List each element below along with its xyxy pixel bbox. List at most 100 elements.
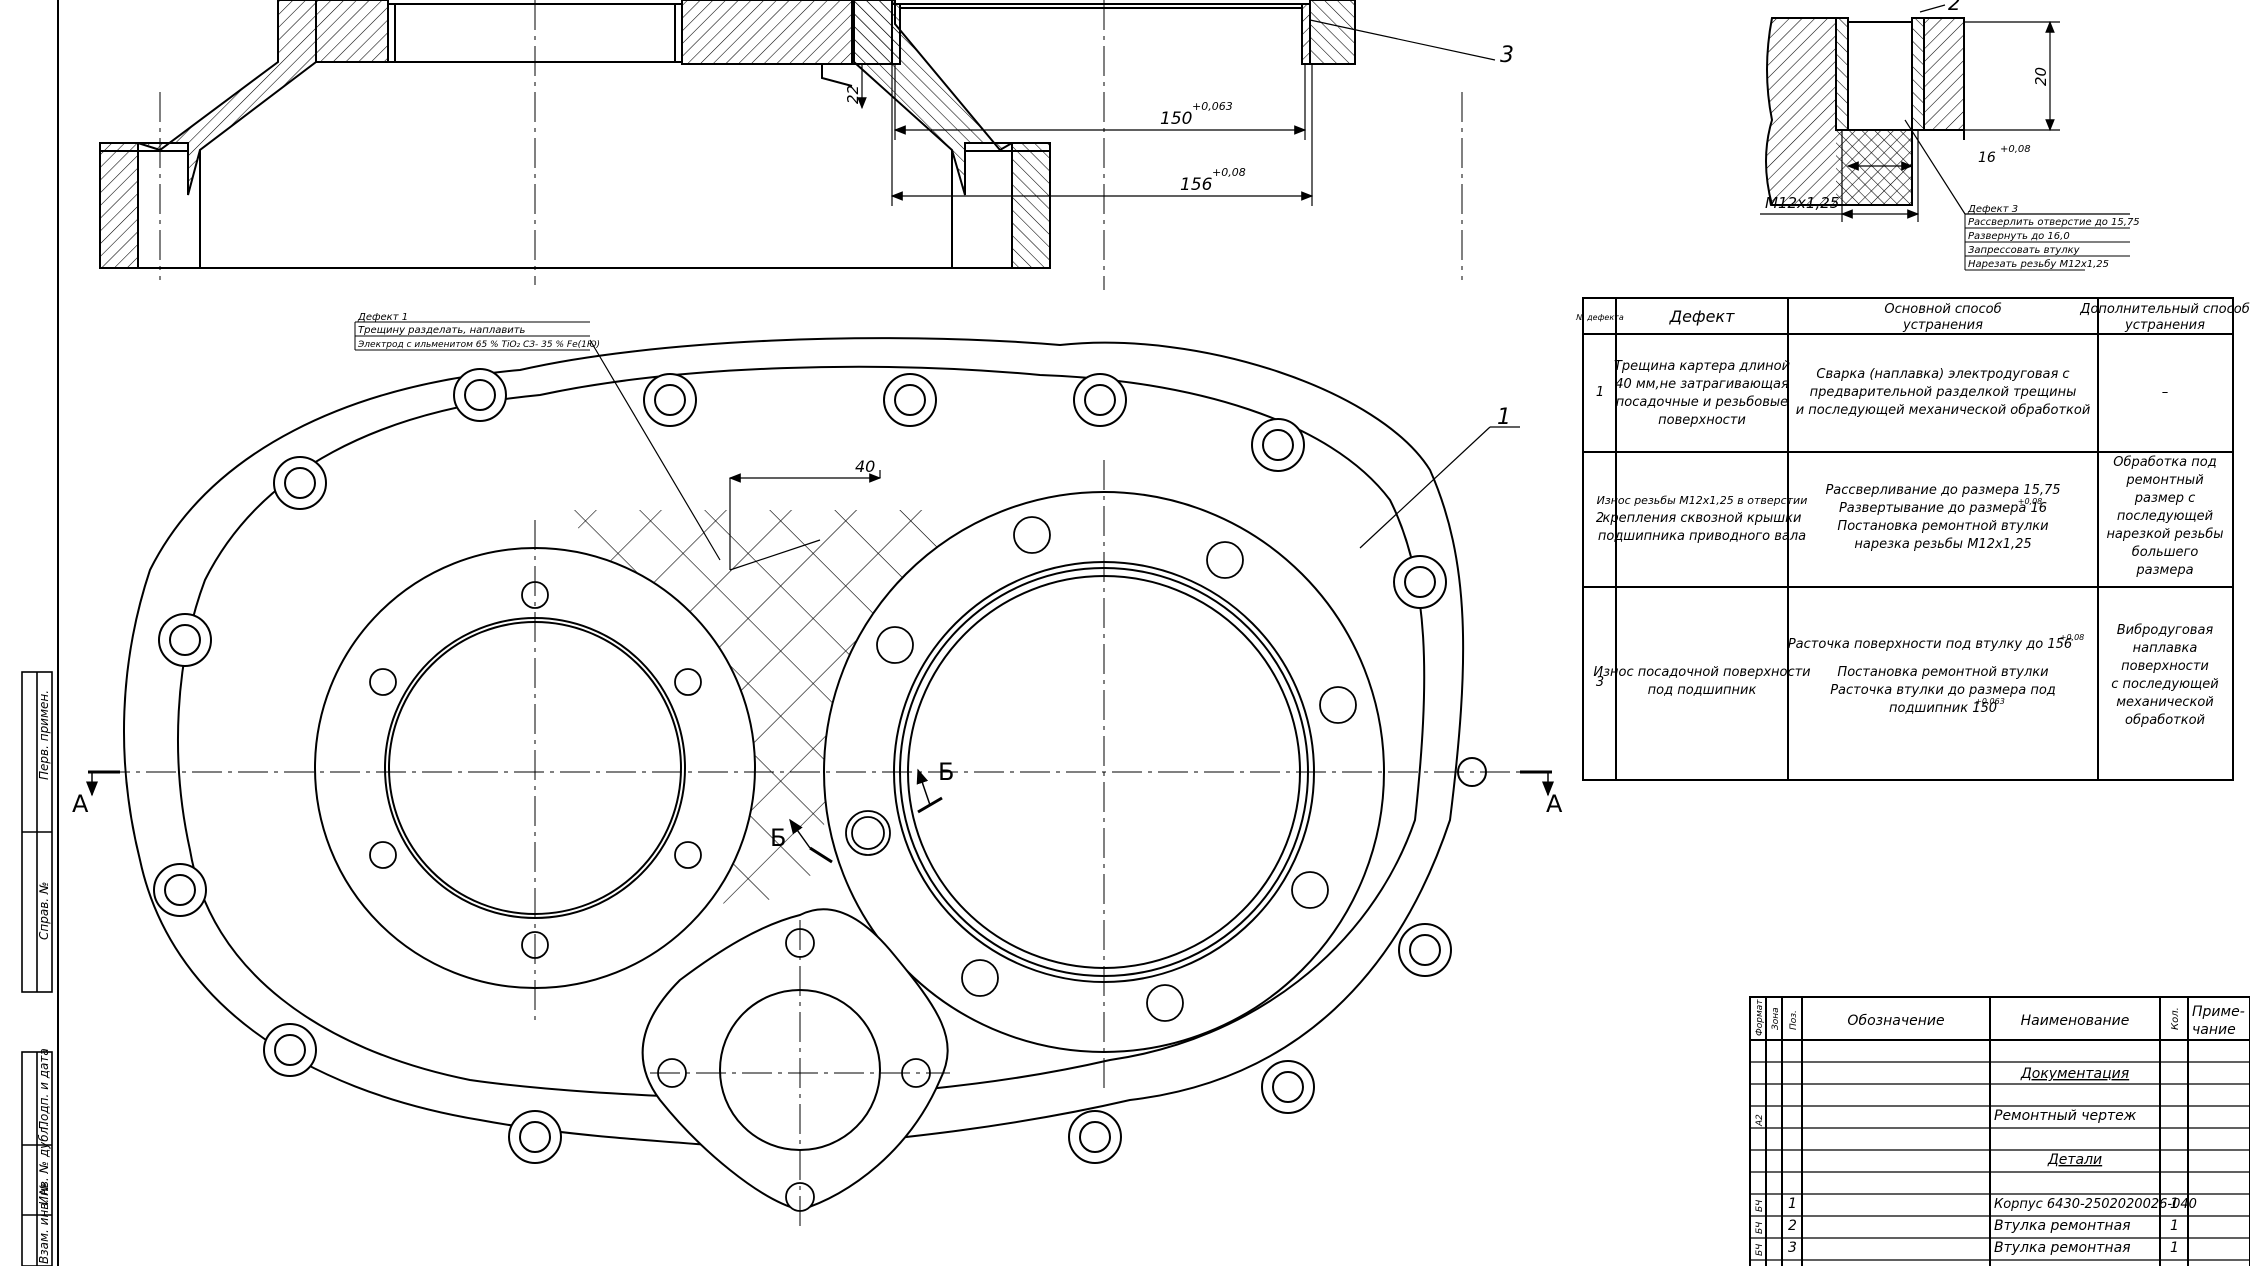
- section-a-a-view: [99, 0, 1356, 269]
- dim-m12: M12x1,25: [1765, 194, 1839, 212]
- section-a-a-centerlines: [159, 0, 1463, 290]
- section-marks: [86, 768, 1554, 864]
- spec-part-2-pos: 2: [1788, 1218, 1797, 1234]
- defect-row-3-main-tol1: +0,08: [2060, 633, 2085, 642]
- dim-16: 16: [1978, 150, 1996, 166]
- defect-row-2-extra-2: ремонтный: [2125, 473, 2203, 488]
- spec-part-1-name: Корпус 6430-2502020026-040: [1994, 1197, 2197, 1212]
- defect-row-2-extra-3: размер с: [2134, 491, 2195, 506]
- defect-row-2-main-4: нарезка резьбы М12х1,25: [1854, 537, 2031, 552]
- dim-40: 40: [855, 457, 875, 476]
- spec-header-designation: Обозначение: [1847, 1013, 1944, 1029]
- defect-table-header-num: № дефекта: [1575, 313, 1624, 322]
- defect-table-header-extra-1: Дополнительный способ: [2079, 302, 2249, 317]
- callout-2: 2: [1948, 0, 1961, 15]
- housing-plan-view: [123, 337, 1465, 1152]
- defect-row-2-main-tol: +0,08: [2018, 497, 2043, 506]
- defect3-line1: Рассверлить отверстие до 15,75: [1968, 217, 2140, 228]
- defect-row-1-defect-1: Трещина картера длиной: [1614, 359, 1790, 374]
- defect-row-1-main-1: Сварка (наплавка) электродуговая с: [1816, 367, 2069, 382]
- defect-table-text: № дефекта Дефект Основной способ устране…: [1575, 302, 2249, 728]
- defect-row-3-extra-6: обработкой: [2125, 713, 2205, 728]
- defect3-line4: Нарезать резьбу М12х1,25: [1968, 258, 2109, 270]
- defect-table-header-main-2: устранения: [1902, 318, 1983, 333]
- dim-150-tol: +0,063: [1192, 100, 1233, 113]
- defect-row-2-num: 2: [1596, 511, 1604, 526]
- defect-row-2-extra-7: размера: [2135, 563, 2193, 578]
- spec-part-3-format: БЧ: [1755, 1244, 1765, 1256]
- dim-16-tol: +0,08: [2000, 144, 2031, 155]
- defect-row-3-extra-2: наплавка: [2133, 641, 2198, 656]
- defect-row-3-defect-1: Износ посадочной поверхности: [1593, 665, 1810, 680]
- spec-part-1-format: БЧ: [1755, 1200, 1765, 1212]
- defect-row-2-extra-6: большего: [2132, 545, 2199, 560]
- defect-row-2-main-2: Развертывание до размера 16: [1839, 501, 2047, 516]
- defect-row-3-main-3: Постановка ремонтной втулки: [1837, 665, 2048, 680]
- defect1-title: Дефект 1: [357, 312, 408, 323]
- spec-header-qty: Кол.: [2170, 1007, 2181, 1030]
- spec-header-note-2: чание: [2192, 1022, 2236, 1038]
- defect-row-2-defect-1: Износ резьбы М12х1,25 в отверстии: [1597, 494, 1808, 507]
- defect-row-3-main-5: подшипник 150: [1889, 701, 1997, 716]
- spec-part-2-format: БЧ: [1755, 1222, 1765, 1234]
- defect-row-2-extra-5: нарезкой резьбы: [2106, 527, 2223, 542]
- defect-table: [1582, 297, 2234, 781]
- spec-part-2-qty: 1: [2170, 1218, 2179, 1234]
- defect-row-3-main-tol2: +0,063: [1975, 697, 2005, 706]
- dim-156-tol: +0,08: [1212, 166, 1246, 179]
- detail-thread-view: [1765, 17, 1965, 206]
- dim-22: 22: [844, 85, 862, 104]
- spec-section-docs: Документация: [2020, 1066, 2129, 1082]
- section-mark-a-left: А: [72, 790, 89, 818]
- defect-row-3-extra-5: механической: [2116, 695, 2214, 710]
- spec-part-2-name: Втулка ремонтная: [1994, 1218, 2131, 1234]
- defect-row-1-defect-3: посадочные и резьбовые: [1616, 395, 1788, 410]
- defect-row-1-main-3: и последующей механической обработкой: [1796, 403, 2091, 418]
- defect-row-3-extra-4: с последующей: [2111, 677, 2219, 692]
- spec-table: [1749, 996, 2250, 1266]
- spec-part-1-qty: 1: [2170, 1196, 2179, 1212]
- defect-row-1-extra-1: –: [2162, 385, 2169, 400]
- defect3-note-lines: [1964, 213, 2130, 271]
- spec-part-3-name: Втулка ремонтная: [1994, 1240, 2131, 1256]
- defect-row-3-num: 3: [1596, 675, 1604, 690]
- side-stamp: [21, 671, 53, 1266]
- defect-row-3-main-4: Расточка втулки до размера под: [1830, 683, 2056, 698]
- bolt-holes: [153, 368, 1487, 1164]
- defect3-line3: Запрессовать втулку: [1968, 245, 2081, 256]
- plan-centerlines: [100, 460, 1540, 1230]
- spec-table-text: Формат Зона Поз. Обозначение Наименовани…: [1755, 999, 2245, 1256]
- defect-row-3-extra-3: поверхности: [2121, 659, 2209, 674]
- spec-section-parts: Детали: [2047, 1152, 2102, 1168]
- spec-header-pos: Поз.: [1789, 1010, 1799, 1030]
- spec-header-format: Формат: [1755, 999, 1765, 1036]
- defect-table-header-defect: Дефект: [1669, 307, 1736, 326]
- spec-header-note-1: Приме-: [2192, 1004, 2245, 1020]
- defect-row-1-defect-2: 40 мм,не затрагивающая: [1615, 377, 1789, 392]
- defect-row-1-main-2: предварительной разделкой трещины: [1810, 385, 2077, 400]
- defect-row-3-main-1: Расточка поверхности под втулку до 156: [1788, 637, 2072, 652]
- defect1-line1: Трещину разделать, наплавить: [358, 325, 526, 336]
- stamp-podp-data: Подп. и дата: [37, 1048, 51, 1130]
- bore-bolt-holes: [369, 516, 1357, 1212]
- stamp-sprav: Справ. №: [37, 882, 51, 940]
- stamp-inv-dubl: Инв. № дубл.: [37, 1123, 51, 1205]
- spec-header-name: Наименование: [2021, 1013, 2130, 1029]
- defect-row-2-defect-2: крепления сквозной крышки: [1603, 511, 1802, 526]
- spec-header-zone: Зона: [1771, 1007, 1781, 1030]
- defect-row-2-extra-4: последующей: [2117, 509, 2213, 524]
- defect3-line2: Развернуть до 16,0: [1968, 231, 2070, 242]
- defect3-title: Дефект 3: [1967, 204, 2018, 215]
- callout-3: 3: [1500, 43, 1514, 68]
- section-a-a-dimensions: [857, 19, 1496, 206]
- plan-leaders: [589, 339, 1520, 571]
- defect1-line2: Электрод с ильменитом 65 % TiO₂ СЗ- 35 %…: [357, 340, 600, 350]
- spec-doc-name: Ремонтный чертеж: [1994, 1108, 2137, 1124]
- defect-row-2-defect-3: подшипника приводного вала: [1598, 529, 1806, 544]
- defect-table-header-extra-2: устранения: [2124, 318, 2205, 333]
- defect-row-1-defect-4: поверхности: [1658, 413, 1746, 428]
- spec-part-3-qty: 1: [2170, 1240, 2179, 1256]
- callout-1: 1: [1497, 405, 1511, 430]
- spec-part-1-pos: 1: [1788, 1196, 1797, 1212]
